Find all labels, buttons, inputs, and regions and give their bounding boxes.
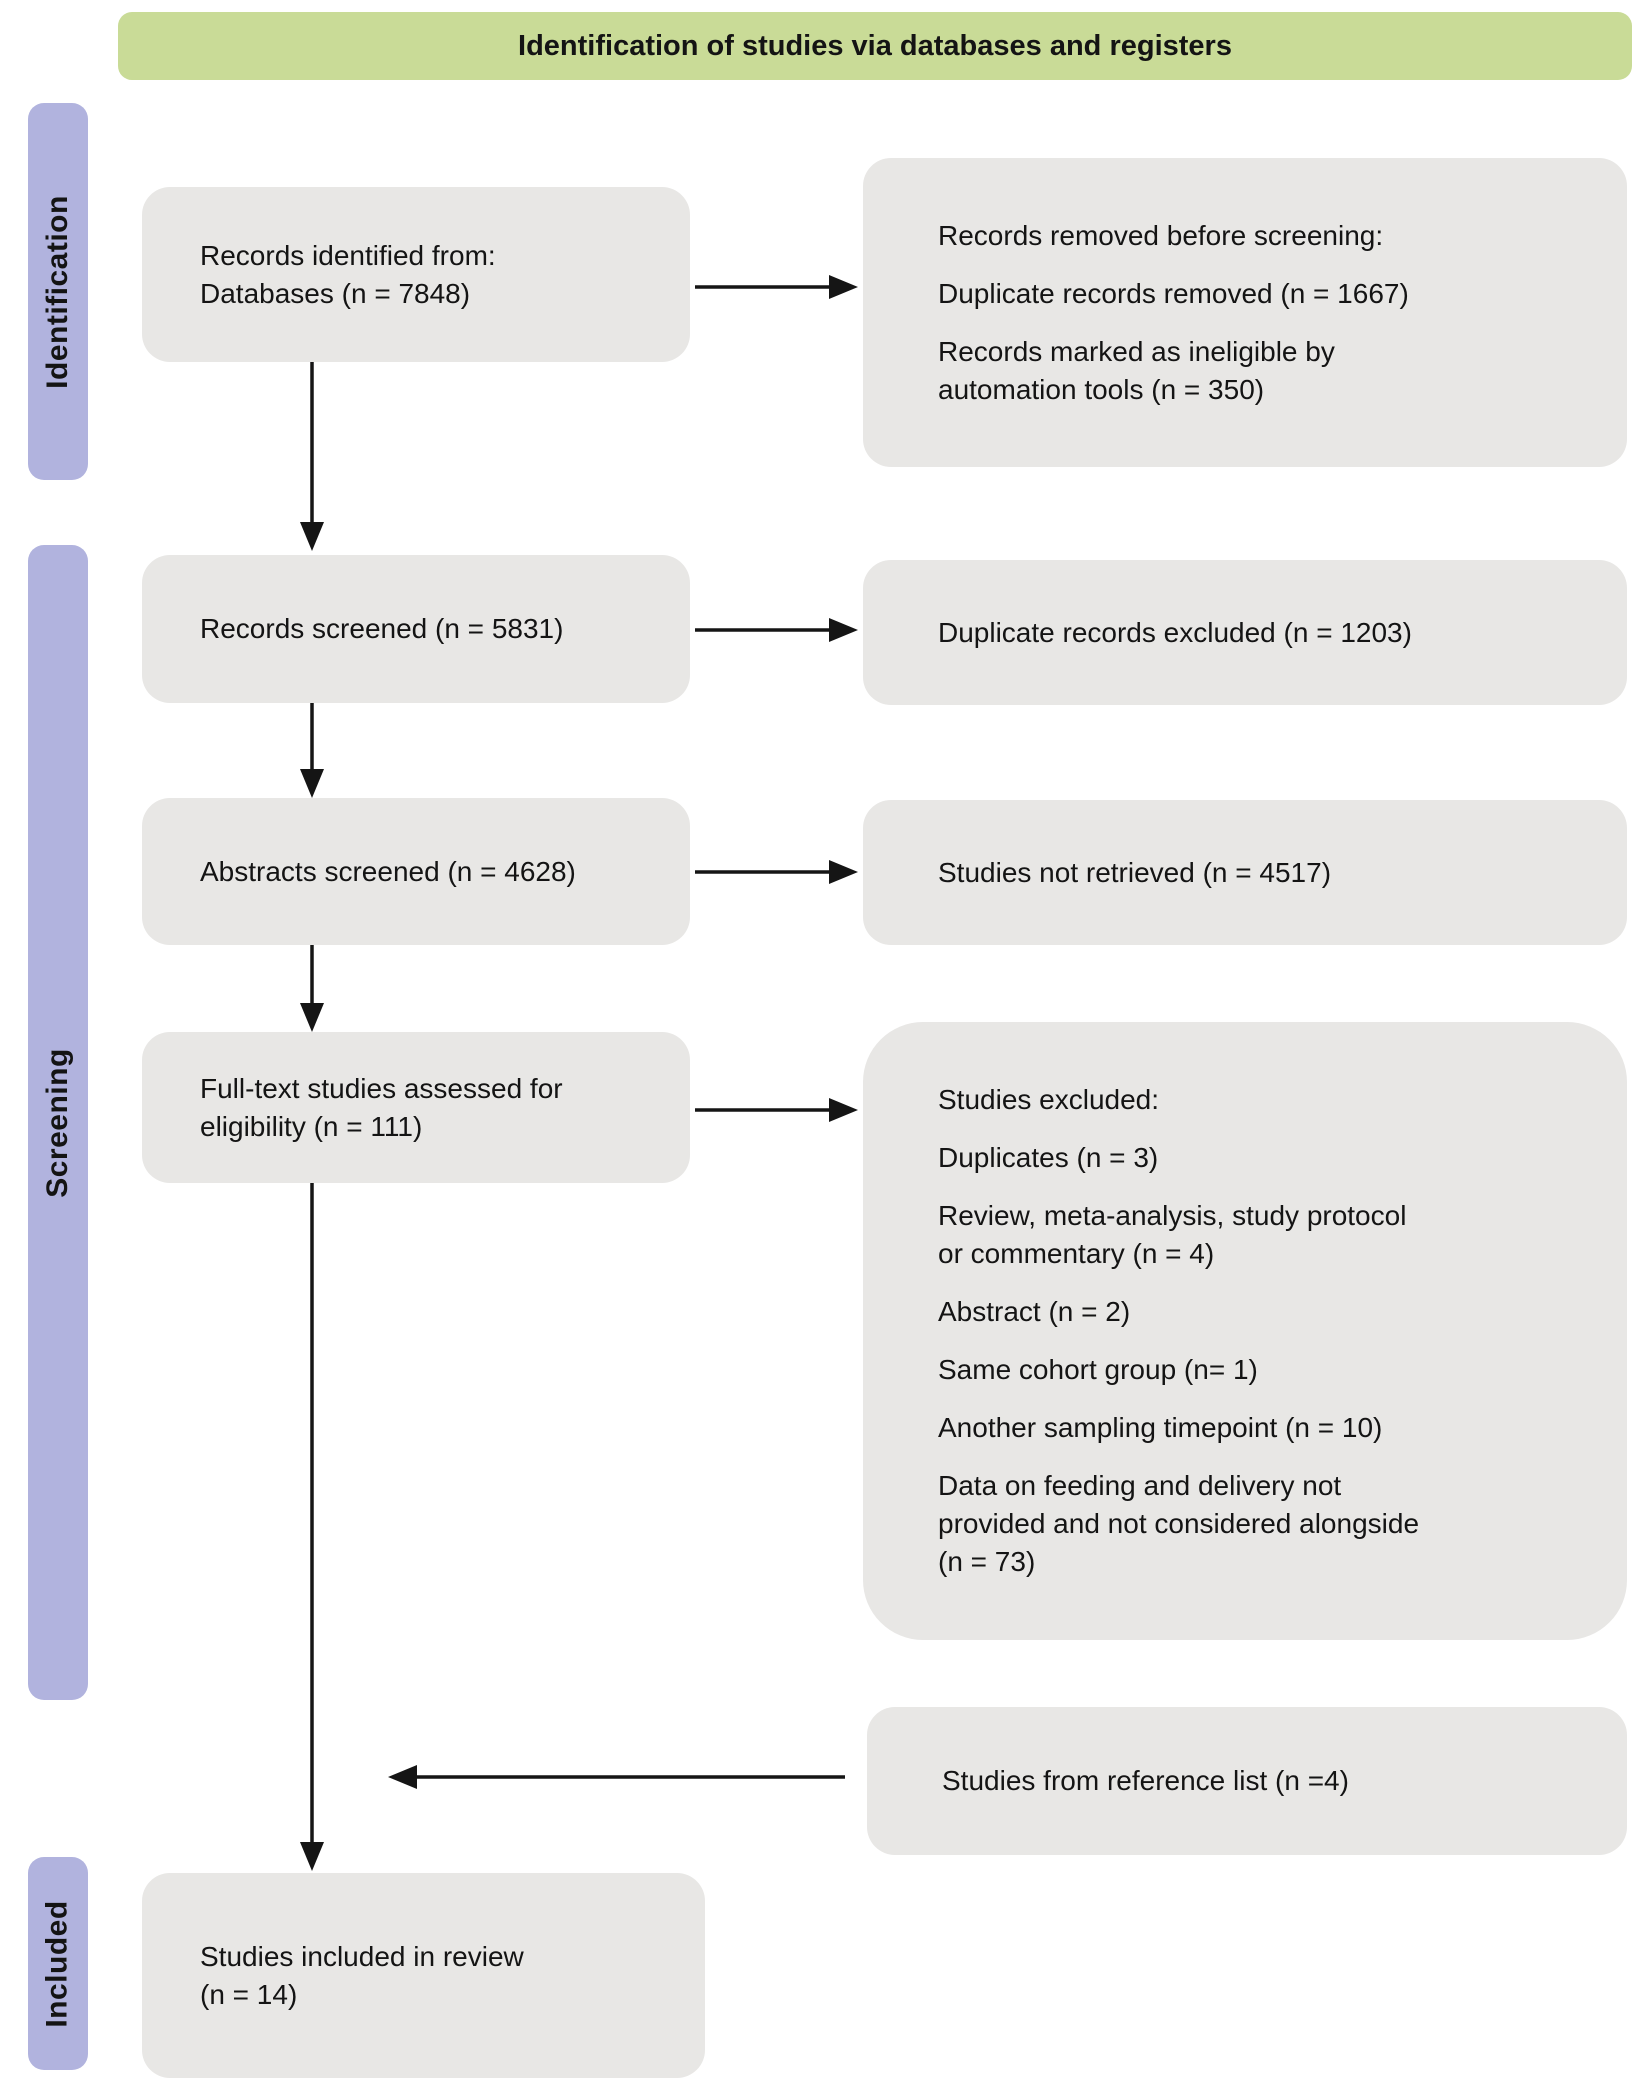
box-records-identified-text: Records identified from: Databases (n = … — [200, 239, 496, 309]
box-records-removed-title: Records removed before screening: — [938, 219, 1384, 251]
arrowhead-right-icon — [829, 1098, 858, 1122]
arrowhead-down-icon — [300, 769, 324, 798]
box-reference-list-text: Studies from reference list (n =4) — [942, 1765, 1349, 1796]
box-records-screened-text: Records screened (n = 5831) — [200, 613, 564, 644]
box-studies-not-retrieved-text: Studies not retrieved (n = 4517) — [938, 856, 1332, 888]
box-studies-not-retrieved: Studies not retrieved (n = 4517) — [863, 800, 1627, 945]
box-records-removed: Records removed before screening: Duplic… — [863, 158, 1627, 467]
box-studies-excluded-item: Same cohort group (n= 1) — [938, 1354, 1258, 1385]
box-studies-excluded-item: Data on feeding and delivery not provide… — [938, 1470, 1420, 1577]
arrowhead-down-icon — [300, 1842, 324, 1871]
box-duplicates-excluded: Duplicate records excluded (n = 1203) — [863, 560, 1627, 705]
box-records-removed-item: Duplicate records removed (n = 1667) — [938, 277, 1409, 309]
box-fulltext-assessed: Full-text studies assessed for eligibili… — [142, 1032, 690, 1183]
box-fulltext-assessed-text: Full-text studies assessed for eligibili… — [200, 1072, 563, 1142]
box-studies-excluded-item: Abstract (n = 2) — [938, 1296, 1131, 1327]
box-studies-excluded-item: Another sampling timepoint (n = 10) — [938, 1412, 1383, 1443]
box-records-identified: Records identified from: Databases (n = … — [142, 187, 690, 362]
box-studies-excluded-title: Studies excluded: — [938, 1084, 1160, 1115]
arrowhead-right-icon — [829, 275, 858, 299]
stage-band-included: Included — [28, 1857, 88, 2070]
arrowhead-right-icon — [829, 618, 858, 642]
arrowhead-right-icon — [829, 860, 858, 884]
box-abstracts-screened: Abstracts screened (n = 4628) — [142, 798, 690, 945]
box-duplicates-excluded-text: Duplicate records excluded (n = 1203) — [938, 616, 1412, 648]
arrowhead-down-icon — [300, 1003, 324, 1032]
box-studies-included: Studies included in review (n = 14) — [142, 1873, 705, 2078]
stage-band-identification: Identification — [28, 103, 88, 480]
box-studies-excluded: Studies excluded: Duplicates (n = 3) Rev… — [863, 1022, 1627, 1640]
box-records-screened: Records screened (n = 5831) — [142, 555, 690, 703]
box-studies-excluded-item: Duplicates (n = 3) — [938, 1142, 1159, 1173]
banner-title: Identification of studies via databases … — [118, 12, 1632, 80]
box-studies-excluded-item: Review, meta-analysis, study protocol or… — [938, 1200, 1407, 1269]
box-records-removed-item: Records marked as ineligible by automati… — [938, 335, 1335, 405]
box-abstracts-screened-text: Abstracts screened (n = 4628) — [200, 855, 576, 887]
arrowhead-left-icon — [388, 1765, 417, 1789]
arrowhead-down-icon — [300, 522, 324, 551]
box-reference-list: Studies from reference list (n =4) — [867, 1707, 1627, 1855]
banner-title-label: Identification of studies via databases … — [518, 29, 1232, 62]
stage-band-screening: Screening — [28, 545, 88, 1700]
box-studies-included-text: Studies included in review (n = 14) — [200, 1940, 524, 2010]
